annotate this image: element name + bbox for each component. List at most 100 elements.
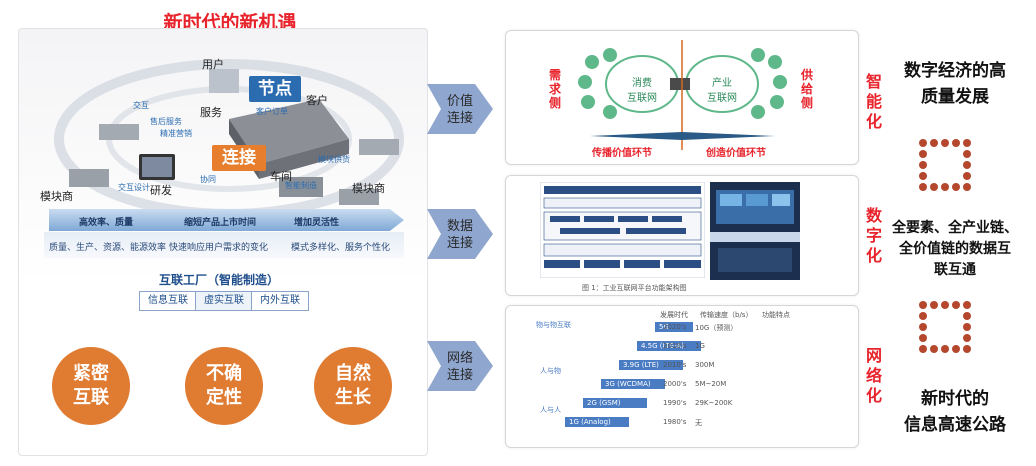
circle-line: 互联 [73, 387, 109, 408]
dot [963, 334, 971, 342]
label-intelligent: 智能化 [865, 72, 882, 131]
lower-band [44, 232, 404, 258]
circle-line: 定性 [206, 387, 242, 408]
dot [941, 139, 949, 147]
side-label: 人与人 [540, 406, 561, 414]
col-header-era: 发展时代 [660, 311, 688, 319]
dot [952, 301, 960, 309]
control-room-photo [710, 182, 800, 280]
label-interactive-design: 交互设计 [118, 183, 150, 192]
dot [919, 345, 927, 353]
connection-virtual: 虚实互联 [195, 291, 253, 311]
dot [919, 172, 927, 180]
dot [952, 334, 960, 342]
dot [963, 161, 971, 169]
lower-item: 质量、生产、资源、能源效率 [49, 243, 167, 253]
right-text-top: 数字经济的高 质量发展 [880, 58, 1030, 110]
node-workshop: 车间 [270, 170, 292, 183]
create-chain-label: 创造价值环节 [706, 148, 766, 159]
dot [963, 345, 971, 353]
circle-line: 紧密 [73, 363, 109, 384]
dot [930, 323, 938, 331]
generation-speed: 29K~200K [695, 399, 733, 407]
label-module-supply: 模块供货 [318, 155, 350, 164]
dot [941, 150, 949, 158]
arrow-line: 网络 [446, 351, 473, 366]
text-line: 质量发展 [921, 87, 989, 107]
dot [930, 150, 938, 158]
label-smart-production: 智能制造 [285, 181, 317, 190]
dot-pattern-bottom [919, 301, 971, 353]
dot [952, 345, 960, 353]
text-line: 数字经济的高 [904, 61, 1006, 81]
generation-bar: 2G (GSM) [583, 398, 647, 408]
dot [930, 139, 938, 147]
right-text-bottom: 新时代的 信息高速公路 [880, 386, 1030, 438]
generation-bar: 3.9G (LTE) [619, 360, 683, 370]
dot [963, 301, 971, 309]
dot [919, 334, 927, 342]
dot [930, 172, 938, 180]
col-header-speed: 传输速度（b/s） [700, 311, 753, 319]
generation-speed: 5M~20M [695, 380, 727, 388]
dot [952, 139, 960, 147]
node-service: 服务 [200, 106, 222, 119]
node-user: 用户 [202, 58, 224, 71]
dot [941, 312, 949, 320]
node-rnd: 研发 [150, 184, 172, 197]
circle-natural-growth: 自然生长 [314, 347, 392, 425]
connection-info: 信息互联 [139, 291, 197, 311]
label-precision-marketing: 精准营销 [160, 129, 192, 138]
benefit-band [49, 209, 404, 231]
lower-item: 快速响应用户需求的变化 [169, 243, 269, 253]
generation-bar: 3G (WCDMA) [601, 379, 665, 389]
generation-row: 2G (GSM) 1990's 29K~200K [545, 398, 845, 412]
value-chain-diagram [578, 40, 787, 150]
industrial-internet-label: 产业 互联网 [707, 78, 737, 104]
left-panel: 高效率、质量 缩短产品上市时间 增加灵活性 质量、生产、资源、能源效率 快速响应… [18, 28, 428, 456]
generation-speed: 300M [695, 361, 715, 369]
generation-era: 1980's [663, 418, 687, 426]
node-customer: 客户 [306, 94, 328, 107]
generation-era: 1990's [663, 399, 687, 407]
label-networked: 网络化 [865, 346, 882, 405]
band-item: 高效率、质量 [79, 218, 134, 228]
arrow-label-value: 价值连接 [437, 93, 483, 127]
dot [919, 139, 927, 147]
dot [941, 345, 949, 353]
generation-speed: 无 [695, 419, 702, 427]
dot [941, 334, 949, 342]
dot [941, 301, 949, 309]
arrow-label-network: 网络连接 [437, 350, 483, 384]
dot [952, 150, 960, 158]
dot [930, 312, 938, 320]
generation-era: 2010's [663, 342, 687, 350]
dot [963, 150, 971, 158]
connection-inout: 内外互联 [251, 291, 309, 311]
generation-speed: 1G [695, 342, 705, 350]
dot [952, 323, 960, 331]
text-line: 联互通 [934, 262, 976, 278]
dot [952, 172, 960, 180]
dot [941, 183, 949, 191]
col-header-features: 功能特点 [762, 311, 790, 319]
circle-uncertainty: 不确定性 [185, 347, 263, 425]
node-box: 节点 [249, 76, 301, 102]
side-label: 人与物 [540, 367, 561, 375]
dot [952, 183, 960, 191]
circle-line: 生长 [335, 387, 371, 408]
arrow-line: 连接 [446, 111, 473, 126]
platform-architecture-diagram [540, 182, 705, 278]
circle-tight-connection: 紧密互联 [52, 347, 130, 425]
circle-line: 自然 [335, 363, 371, 384]
label-after-sales: 售后服务 [150, 117, 182, 126]
dot [930, 334, 938, 342]
consumer-internet-label: 消费 互联网 [627, 78, 657, 104]
label-customer-order: 客户订单 [256, 107, 288, 116]
figure-caption: 图 1：工业互联网平台功能架构图 [582, 284, 687, 292]
